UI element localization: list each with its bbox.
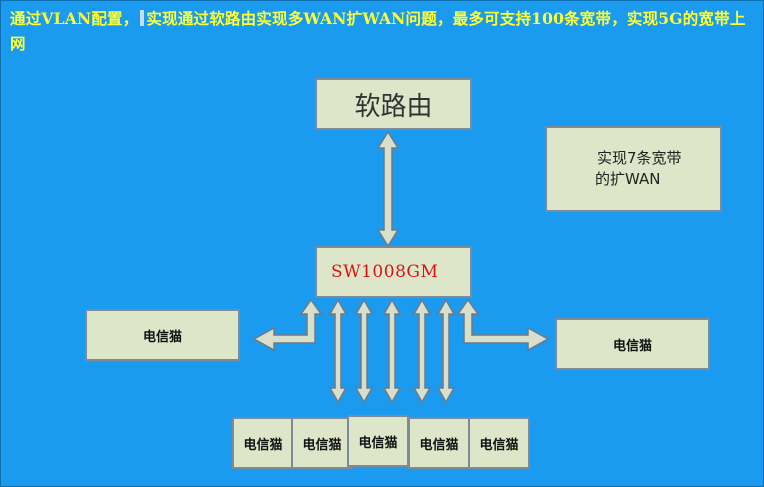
cursor-mark	[140, 10, 145, 26]
switch-label: SW1008GM	[331, 262, 439, 282]
soft-router-node: 软路由	[315, 78, 472, 130]
note-line-2: 的扩WAN	[595, 170, 661, 188]
note-box: 实现7条宽带 的扩WAN	[545, 126, 722, 212]
modem-label: 电信猫	[479, 437, 519, 453]
modem-label: 电信猫	[612, 338, 652, 354]
bottom-arrow-2	[354, 298, 374, 404]
modem-label: 电信猫	[358, 435, 398, 451]
modem-node-bottom-3: 电信猫	[347, 415, 409, 467]
modem-node-bottom-2: 电信猫	[291, 417, 353, 469]
headline-part-1: 通过VLAN配置，	[10, 9, 139, 28]
router-switch-arrow	[376, 130, 400, 248]
modem-node-bottom-5: 电信猫	[468, 417, 530, 469]
left-modem-arrow	[252, 298, 323, 352]
modem-node-bottom-4: 电信猫	[408, 417, 470, 469]
modem-label: 电信猫	[142, 329, 182, 345]
modem-label: 电信猫	[419, 437, 459, 453]
right-modem-arrow	[456, 298, 550, 352]
modem-node-right: 电信猫	[555, 318, 710, 370]
note-line-1: 实现7条宽带	[597, 149, 682, 167]
bottom-arrow-1	[328, 298, 348, 404]
headline: 通过VLAN配置，实现通过软路由实现多WAN扩WAN问题，最多可支持100条宽带…	[10, 6, 750, 56]
modem-node-bottom-1: 电信猫	[232, 417, 294, 469]
soft-router-label: 软路由	[354, 91, 433, 122]
modem-label: 电信猫	[243, 437, 283, 453]
bottom-arrow-3	[382, 298, 402, 404]
switch-node: SW1008GM	[315, 246, 472, 298]
modem-label: 电信猫	[302, 437, 342, 453]
bottom-arrow-4	[412, 298, 432, 404]
modem-node-left: 电信猫	[85, 309, 240, 361]
headline-part-2: 实现通过软路由实现多WAN扩WAN问题，最多可支持100条宽带，实现5G的宽带上…	[10, 9, 746, 53]
bottom-arrow-5	[436, 298, 456, 404]
